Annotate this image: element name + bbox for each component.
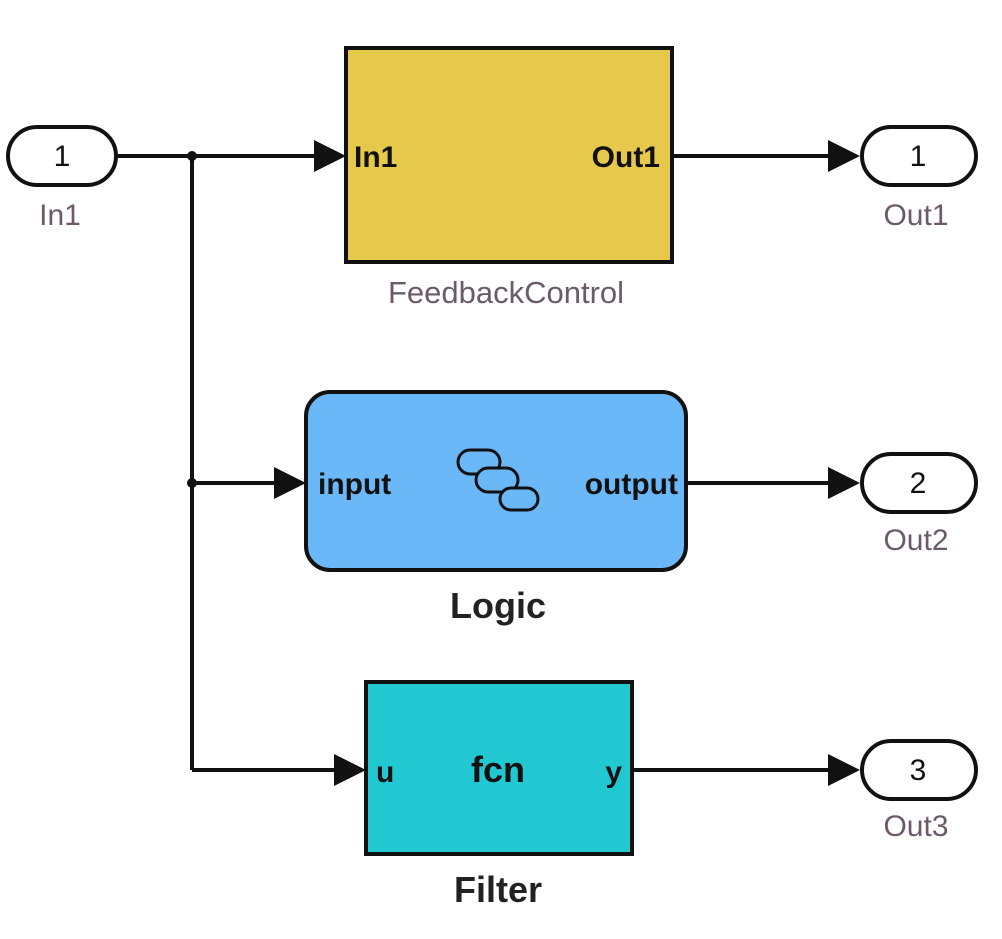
branch-point-top (187, 151, 197, 161)
filter-output-port-label: y (605, 756, 622, 789)
filter-function-label: fcn (471, 749, 525, 790)
outport-1-name: Out1 (883, 199, 948, 232)
outport-1-number: 1 (910, 140, 927, 173)
inport-1[interactable]: 1 (6, 125, 118, 187)
filter-block[interactable]: u fcn y (364, 680, 634, 856)
outport-2-shape[interactable] (860, 452, 978, 514)
outport-3-name: Out3 (883, 810, 948, 843)
feedbackcontrol-block-title: FeedbackControl (388, 275, 624, 310)
filter-block-body[interactable] (364, 680, 634, 856)
logic-input-port-label: input (318, 468, 391, 501)
filter-input-port-label: u (376, 756, 394, 789)
logic-output-port-label: output (585, 468, 678, 501)
arrowhead-filter-in (334, 754, 366, 786)
feedbackcontrol-block-body[interactable] (344, 46, 674, 264)
feedbackcontrol-output-port-label: Out1 (592, 141, 660, 174)
arrowhead-logic-in (274, 467, 306, 499)
arrowhead-out1 (828, 140, 860, 172)
outport-1-shape[interactable] (860, 125, 978, 187)
outport-3[interactable]: 3 (860, 739, 978, 801)
inport-1-name: In1 (39, 199, 81, 232)
feedbackcontrol-block[interactable]: In1 Out1 (344, 46, 674, 264)
arrowhead-feedbackcontrol-in (314, 140, 346, 172)
branch-point-middle (187, 478, 197, 488)
logic-block-title: Logic (450, 585, 546, 626)
signal-lines (116, 140, 860, 786)
outport-1[interactable]: 1 (860, 125, 978, 187)
outport-2[interactable]: 2 (860, 452, 978, 514)
logic-block[interactable]: input output (304, 390, 688, 572)
stateflow-chart-icon (456, 448, 540, 512)
filter-block-title: Filter (454, 869, 542, 910)
outport-2-number: 2 (910, 467, 927, 500)
outport-2-name: Out2 (883, 524, 948, 557)
feedbackcontrol-input-port-label: In1 (354, 141, 397, 174)
arrowhead-out3 (828, 754, 860, 786)
inport-1-number: 1 (54, 140, 71, 173)
outport-3-number: 3 (910, 754, 927, 787)
arrowhead-out2 (828, 467, 860, 499)
outport-3-shape[interactable] (860, 739, 978, 801)
